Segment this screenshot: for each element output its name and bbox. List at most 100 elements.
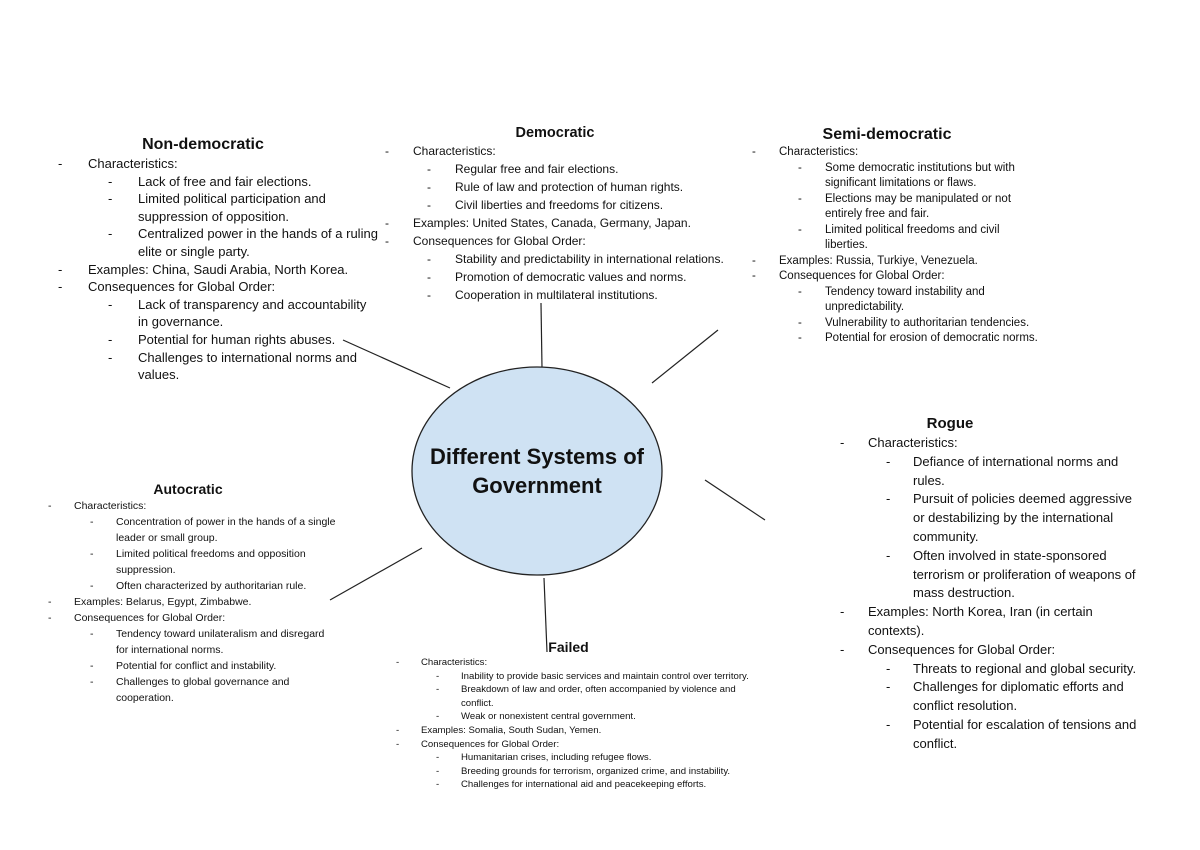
list-item-text: Characteristics: <box>413 144 496 158</box>
bullet-dash-icon: - <box>798 192 802 205</box>
sub-list-item-text: Civil liberties and freedoms for citizen… <box>455 198 664 212</box>
sub-list-item-text: Challenges for international aid and pea… <box>461 779 707 791</box>
sub-list-item-text: Potential for escalation of tensions and… <box>913 716 1137 751</box>
section-list: -Characteristics:-Some democratic instit… <box>752 145 1042 347</box>
bullet-dash-icon: - <box>798 316 802 329</box>
sub-list-item-text: Potential for erosion of democratic norm… <box>825 332 1038 344</box>
sub-list-item-text: Defiance of international norms and rule… <box>913 453 1119 488</box>
bullet-dash-icon: - <box>886 491 891 507</box>
list-item-text: Examples: Russia, Turkiye, Venezuela. <box>779 254 978 267</box>
sub-list-item: - Potential for human rights abuses. <box>58 331 378 349</box>
bullet-dash-icon: - <box>108 191 113 207</box>
list-item: - Consequences for Global Order: <box>58 278 378 296</box>
sub-list-item: - Limited political freedoms and civil li… <box>752 223 1042 254</box>
section-democratic: Democratic -Characteristics:-Regular fre… <box>385 124 755 304</box>
sub-list-item: -Tendency toward instability and unpredi… <box>752 285 1042 316</box>
sub-list-item-text: Cooperation in multilateral institutions… <box>455 288 658 302</box>
bullet-dash-icon: - <box>798 223 802 236</box>
bullet-dash-icon: - <box>58 261 63 277</box>
bullet-dash-icon: - <box>385 216 389 230</box>
sub-list-item-text: Lack of free and fair elections. <box>138 173 312 189</box>
bullet-dash-icon: - <box>886 547 891 563</box>
section-title: Autocratic <box>153 481 223 497</box>
sub-list-item: -Lack of transparency and accountability… <box>58 296 378 331</box>
sub-list-item: - Humanitarian crises, including refugee … <box>396 751 766 765</box>
sub-list-item-text: Threats to regional and global security. <box>913 660 1137 676</box>
sub-list-item: -Some democratic institutions but with s… <box>752 161 1042 192</box>
bullet-dash-icon: - <box>427 270 431 284</box>
list-item: -Examples: United States, Canada, German… <box>385 214 755 232</box>
sub-list-item-text: Limited political freedoms and civil lib… <box>825 223 1000 252</box>
connector-rogue <box>704 479 766 521</box>
center-title-line2: Government <box>472 473 602 498</box>
bullet-dash-icon: - <box>90 660 94 672</box>
sub-list-item: -Pursuit of policies deemed aggressive o… <box>840 490 1140 546</box>
sub-list-item: -Threats to regional and global security… <box>840 660 1140 679</box>
list-item-text: Consequences for Global Order: <box>88 279 276 295</box>
bullet-dash-icon: - <box>90 580 94 592</box>
bullet-dash-icon: - <box>436 684 440 696</box>
bullet-dash-icon: - <box>58 279 63 295</box>
sub-list-item-text: Limited political freedoms and oppositio… <box>116 548 306 576</box>
bullet-dash-icon: - <box>798 332 802 344</box>
bullet-dash-icon: - <box>427 252 431 266</box>
bullet-dash-icon: - <box>886 453 891 469</box>
sub-list-item-text: Rule of law and protection of human righ… <box>455 180 684 194</box>
bullet-dash-icon: - <box>90 628 94 640</box>
bullet-dash-icon: - <box>90 548 94 560</box>
section-list: - Characteristics: -Inability to provide b… <box>396 656 766 792</box>
bullet-dash-icon: - <box>427 180 431 194</box>
list-item: -Examples: Belarus, Egypt, Zimbabwe. <box>48 594 338 610</box>
sub-list-item-text: Potential for human rights abuses. <box>138 331 336 347</box>
sub-list-item: -Potential for conflict and instability. <box>48 658 338 674</box>
sub-list-item-text: Breeding grounds for terrorism, organize… <box>461 765 731 777</box>
list-item-text: Examples: Belarus, Egypt, Zimbabwe. <box>74 596 252 608</box>
bullet-dash-icon: - <box>436 752 440 764</box>
bullet-dash-icon: - <box>108 331 113 347</box>
bullet-dash-icon: - <box>48 500 52 512</box>
sub-list-item: -Promotion of democratic values and norm… <box>385 268 755 286</box>
sub-list-item: - Potential for erosion of democratic nor… <box>752 331 1042 347</box>
sub-list-item: -Challenges for diplomatic efforts and c… <box>840 678 1140 716</box>
bullet-dash-icon: - <box>798 285 802 298</box>
bullet-dash-icon: - <box>108 173 113 189</box>
sub-list-item: - Limited political freedoms and oppositi… <box>48 546 338 578</box>
section-list: - Characteristics: - Concentration of power… <box>48 498 338 706</box>
sub-list-item-text: Some democratic institutions but with si… <box>825 161 1015 190</box>
list-item-text: Consequences for Global Order: <box>779 270 945 282</box>
list-item-text: Characteristics: <box>421 657 488 668</box>
connector-democratic <box>540 302 543 369</box>
section-semidemocratic: Semi-democratic -Characteristics:-Some d… <box>752 125 1042 347</box>
list-item: - Characteristics: <box>385 142 755 160</box>
list-item: -Consequences for Global Order: <box>396 738 766 752</box>
sub-list-item-text: Humanitarian crises, including refugee f… <box>461 752 652 764</box>
section-nondemocratic: Non-democratic -Characteristics:-Lack of… <box>58 135 378 384</box>
section-list: - Characteristics: - Regular free and fair … <box>385 142 755 304</box>
sub-list-item: - Elections may be manipulated or not ent… <box>752 192 1042 223</box>
sub-list-item: -Inability to provide basic services and… <box>396 670 766 684</box>
bullet-dash-icon: - <box>752 146 756 158</box>
sub-list-item-text: Concentration of power in the hands of a… <box>116 516 336 544</box>
sub-list-item-text: Elections may be manipulated or not enti… <box>825 192 1012 221</box>
list-item: -Consequences for Global Order: <box>48 610 338 626</box>
bullet-dash-icon: - <box>385 234 389 248</box>
list-item-text: Characteristics: <box>74 500 147 512</box>
list-item: - Examples: Russia, Turkiye, Venezuela. <box>752 254 1042 270</box>
list-item-text: Consequences for Global Order: <box>413 234 586 248</box>
sub-list-item-text: Tendency toward unilateralism and disreg… <box>116 628 325 656</box>
bullet-dash-icon: - <box>90 676 94 688</box>
section-failed: Failed -Characteristics:-Inability to pr… <box>396 638 766 792</box>
bullet-dash-icon: - <box>427 288 431 302</box>
bullet-dash-icon: - <box>427 198 431 212</box>
list-item: -Examples: China, Saudi Arabia, North Ko… <box>58 261 378 279</box>
sub-list-item-text: Challenges to global governance and coop… <box>116 676 290 704</box>
center-ellipse <box>411 366 663 576</box>
list-item: -Examples: North Korea, Iran (in certain… <box>840 603 1140 641</box>
list-item-text: Consequences for Global Order: <box>421 738 560 750</box>
sub-list-item-text: Regular free and fair elections. <box>455 162 619 176</box>
bullet-dash-icon: - <box>396 657 400 668</box>
bullet-dash-icon: - <box>427 162 431 176</box>
bullet-dash-icon: - <box>752 254 756 267</box>
sub-list-item-text: Weak or nonexistent central government. <box>461 711 636 723</box>
